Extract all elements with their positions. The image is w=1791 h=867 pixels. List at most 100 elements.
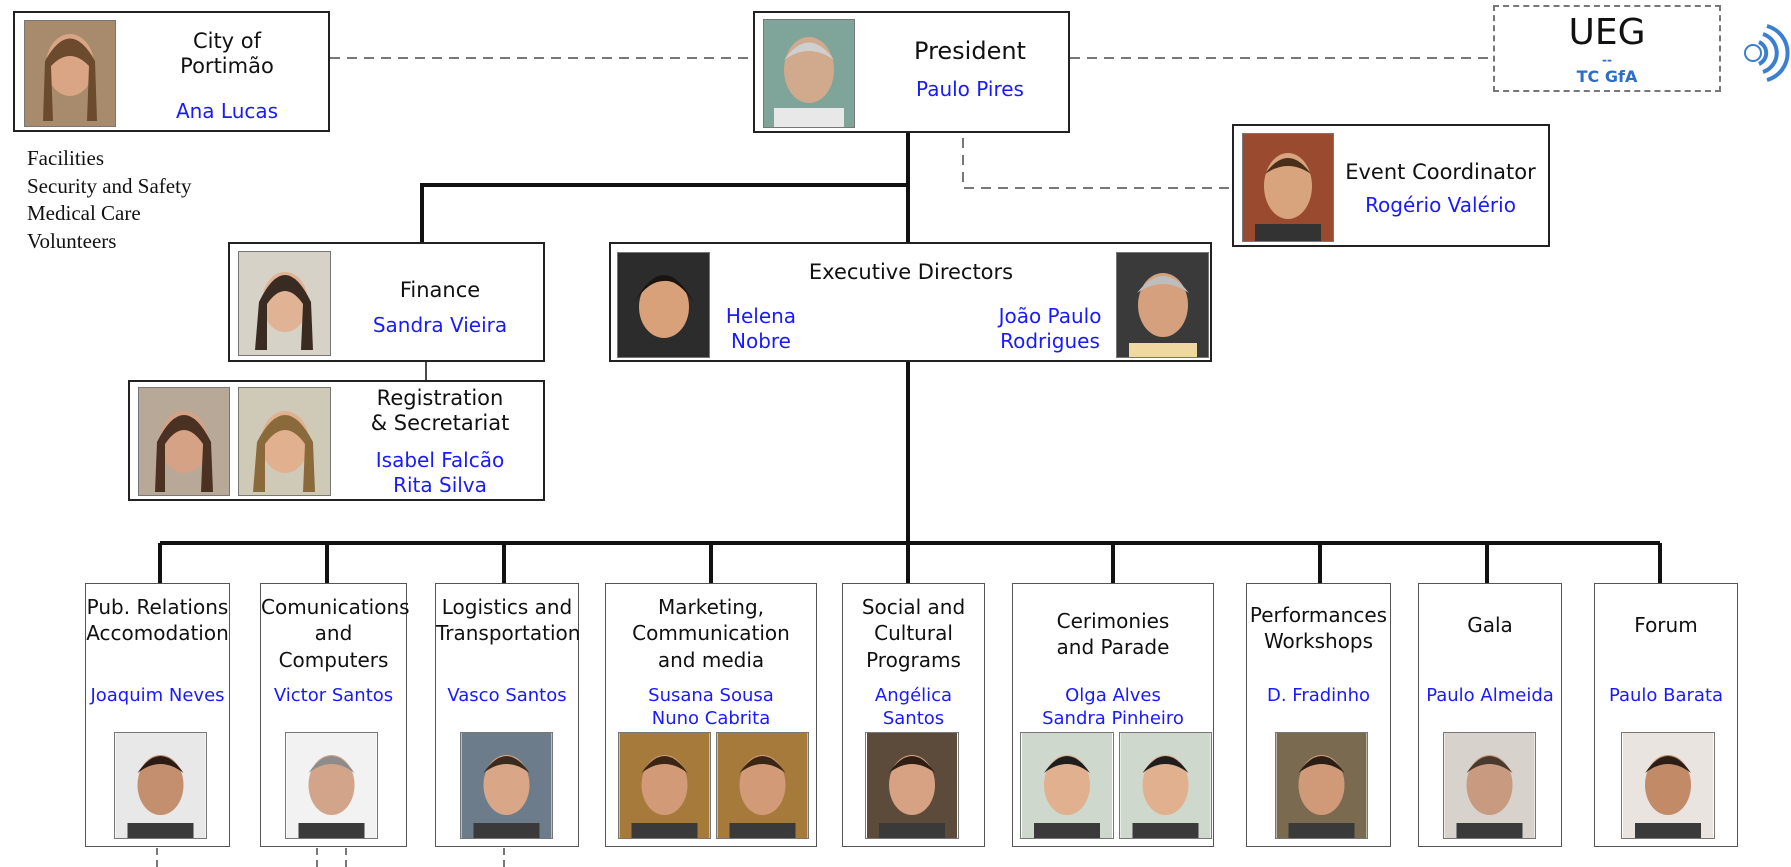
department-person-name: Joaquim Neves [90, 685, 225, 706]
registration-photo-2 [238, 387, 331, 496]
department-title-line: Performances [1249, 603, 1388, 627]
department-title: Forum [1595, 612, 1737, 638]
department-person-photo [1275, 732, 1368, 839]
department-person-name: Angélica Santos [874, 685, 953, 730]
department-person-photo [716, 732, 809, 839]
department-person-names: Paulo Barata [1595, 684, 1737, 707]
finance-photo [238, 251, 331, 356]
department-person-photo [1621, 732, 1715, 839]
department-title-line: Social and [861, 595, 966, 619]
department-title-line: Programs [866, 647, 961, 672]
event-coordinator-photo [1242, 133, 1334, 242]
department-title-line: Logistics and [441, 595, 573, 619]
department-person-photo [1020, 732, 1114, 839]
department-title-line: and Computers [278, 621, 389, 672]
department-person-names: Joaquim Neves [86, 684, 229, 707]
executive-title: Executive Directors [808, 260, 1014, 284]
department-person-name: Nuno Cabrita [651, 708, 771, 730]
registration-box: Registration& Secretariat Isabel Falcão … [128, 380, 545, 501]
task-security: Security and Safety [27, 173, 192, 198]
task-medical: Medical Care [27, 201, 141, 226]
registration-names: Isabel Falcão Rita Silva [340, 448, 540, 498]
department-title-line: Comunications [261, 595, 410, 619]
department-person-names: Vasco Santos [436, 684, 578, 707]
department-title-line: Pub. Relations [86, 595, 229, 619]
department-person-name: Paulo Barata [1608, 685, 1724, 706]
department-title-line: Cerimonies [1056, 609, 1170, 633]
department-title-line: and Parade [1056, 635, 1170, 660]
finance-person-name: Sandra Vieira [372, 313, 508, 337]
department-person-names: Victor Santos [261, 684, 406, 707]
department-title-line: Transportation [436, 621, 581, 646]
executive-right-photo [1116, 252, 1209, 358]
department-person-photo [114, 732, 207, 839]
task-volunteers: Volunteers [27, 229, 117, 254]
department-person-photo [460, 732, 553, 839]
finance-box: Finance Sandra Vieira [228, 242, 545, 362]
department-person-names: Angélica Santos [843, 684, 984, 731]
department-title-line: Gala [1467, 613, 1513, 637]
event-coordinator-name: Rogério Valério [1365, 193, 1516, 217]
department-person-photo [618, 732, 711, 839]
department-person-name: Susana Sousa [648, 685, 774, 706]
department-person-name: D. Fradinho [1266, 685, 1371, 706]
registration-name-2: Rita Silva [393, 473, 487, 497]
registration-name-1: Isabel Falcão [375, 448, 505, 472]
registration-photo-1 [138, 387, 230, 496]
department-person-name: Vasco Santos [447, 685, 567, 706]
president-box: President Paulo Pires [753, 11, 1070, 133]
finance-title: Finance [399, 278, 481, 302]
department-title-line: Marketing, [657, 595, 765, 619]
department-title-line: Accomodation [86, 621, 229, 646]
department-title-line: Communication [632, 621, 790, 646]
ueg-title: UEG [1568, 12, 1646, 53]
department-title-line: Forum [1634, 613, 1698, 637]
president-title: President [914, 37, 1026, 65]
department-person-photo [285, 732, 378, 839]
department-person-photo [865, 732, 959, 839]
president-photo [763, 19, 855, 128]
department-person-name: Paulo Almeida [1426, 685, 1554, 706]
department-person-photo [1119, 732, 1212, 839]
ueg-subtitle: TC GfA [1576, 67, 1638, 86]
department-person-names: Paulo Almeida [1419, 684, 1561, 707]
department-title: Gala [1419, 612, 1561, 638]
city-person-name: Ana Lucas [175, 99, 279, 123]
event-coordinator-title: Event Coordinator [1345, 160, 1536, 184]
president-person-name: Paulo Pires [916, 77, 1024, 101]
city-photo [24, 20, 116, 127]
task-facilities: Facilities [27, 146, 104, 170]
department-person-name: Sandra Pinheiro [1042, 708, 1184, 730]
ueg-box: UEG -- TC GfA [1493, 5, 1721, 92]
event-coordinator-box: Event Coordinator Rogério Valério [1232, 124, 1550, 247]
city-tasks-list: Facilities Security and Safety Medical C… [27, 145, 191, 256]
department-title-line: and media [657, 647, 765, 672]
ueg-logo-icon [1735, 18, 1791, 88]
ueg-separator: -- [1602, 53, 1612, 67]
department-person-names: D. Fradinho [1247, 684, 1390, 707]
department-title-line: Workshops [1263, 629, 1374, 654]
